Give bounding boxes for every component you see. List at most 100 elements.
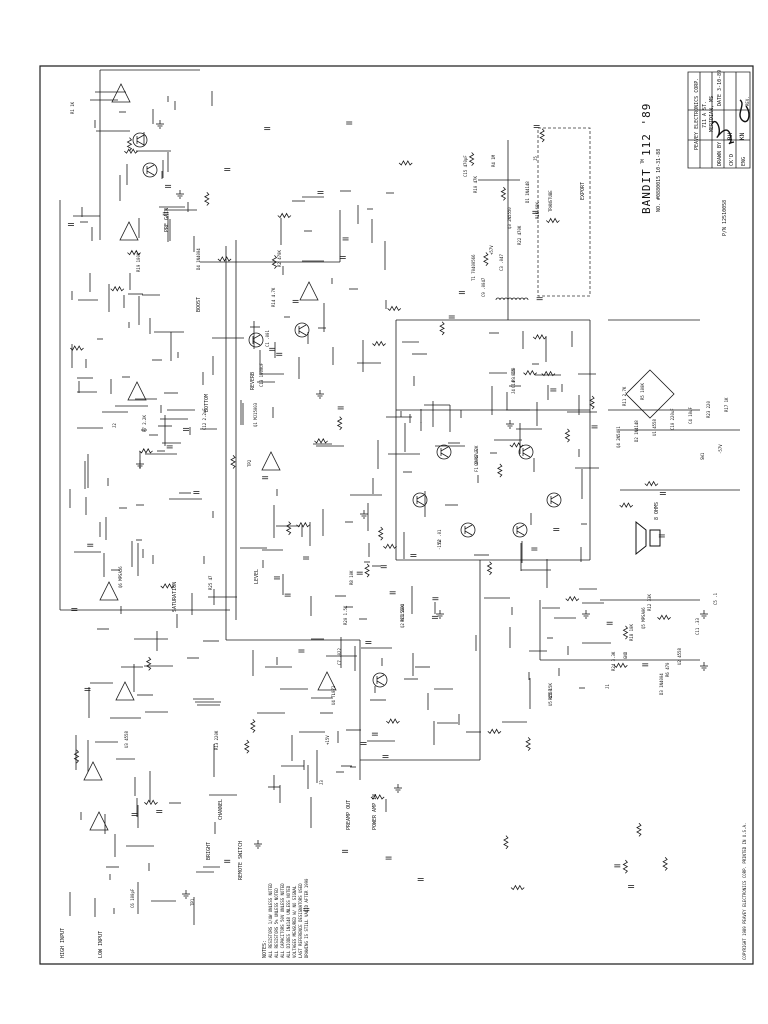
transistor-lead — [441, 447, 448, 451]
opamp-symbol — [128, 382, 146, 400]
component-designator: TP2 — [247, 459, 252, 467]
resistor-symbol — [511, 886, 524, 890]
export-module-outline — [538, 128, 590, 296]
transistor-lead — [299, 325, 306, 329]
transistor-symbol — [519, 445, 533, 459]
component-designator: R1 1K — [70, 101, 75, 114]
eng-label: ENG — [741, 156, 747, 166]
resistor-symbol — [386, 719, 399, 723]
transistor-symbol — [373, 673, 387, 687]
component-designator: J5 — [533, 156, 538, 161]
transformer-coil — [516, 298, 520, 300]
resistor-symbol — [546, 219, 559, 223]
resistor-symbol — [399, 161, 412, 165]
resistor-symbol — [614, 663, 627, 667]
resistor-symbol — [139, 449, 152, 453]
resistor-symbol — [540, 129, 544, 142]
resistor-symbol — [488, 562, 492, 575]
resistor-symbol — [383, 544, 396, 548]
note-line: ALL RESISTORS 1/4W UNLESS NOTED — [268, 883, 273, 958]
resistor-symbol — [218, 257, 231, 261]
transistor-lead — [517, 531, 524, 535]
model-trademark: TM — [640, 159, 645, 164]
resistor-symbol — [504, 836, 508, 849]
component-designator: R20 1.5K — [343, 605, 348, 625]
transistor-symbol — [513, 523, 527, 537]
resistor-symbol — [620, 503, 633, 507]
component-designator: R24 3.3K — [611, 651, 616, 671]
resistor-symbol — [147, 657, 151, 670]
resistor-symbol — [251, 719, 255, 732]
resistor-symbol — [278, 213, 291, 217]
transformer-coil — [512, 298, 516, 300]
transistor-lead — [523, 453, 530, 457]
copyright-notice: COPYRIGHT 1989 PEAVEY ELECTRONICS CORP. … — [742, 822, 747, 960]
opamp-symbol — [100, 582, 118, 600]
resistor-symbol — [645, 482, 658, 486]
high-input-label: HIGH INPUT — [60, 927, 66, 958]
component-designator: D4 1N4004 — [196, 248, 201, 270]
level-label: LEVEL — [254, 568, 260, 584]
transformer-coil — [496, 298, 500, 300]
component-designator: C13 1000uF — [259, 362, 264, 387]
resistor-symbol — [470, 152, 474, 165]
resistor-symbol — [484, 253, 488, 266]
resistor-symbol — [287, 522, 291, 535]
component-designator: R4 1M — [491, 154, 496, 167]
component-designator: R16 68K — [535, 202, 540, 219]
resistor-symbol — [70, 346, 83, 350]
component-designator: R23 220 — [706, 401, 711, 418]
resistor-symbol — [127, 251, 140, 255]
resistor-symbol — [338, 417, 342, 430]
transistor-lead — [147, 165, 154, 169]
transistor-lead — [465, 531, 472, 535]
component-designator: J4 — [511, 389, 516, 394]
opamp-symbol — [90, 812, 108, 830]
opamp-symbol — [116, 682, 134, 700]
component-designator: R17 1K — [724, 397, 729, 412]
component-designator: C11 .33 — [695, 618, 700, 635]
note-line: ALL CAPACITORS 50V UNLESS NOTED — [280, 883, 285, 958]
boost-label: BOOST — [196, 296, 202, 312]
opamp-symbol — [120, 222, 138, 240]
transistor-lead — [377, 681, 384, 685]
component-designator: GND — [623, 651, 628, 659]
channel-label: CHANNEL — [218, 798, 224, 820]
bright-label: BRIGHT — [206, 841, 212, 860]
title-block-frame — [688, 72, 750, 168]
component-designator: R12 33K — [647, 594, 652, 611]
component-designator: TP1 — [190, 898, 195, 906]
transistor-lead — [551, 501, 558, 505]
component-designator: U3 4558 — [124, 731, 129, 748]
component-designator: C14 .015 — [511, 368, 516, 388]
note-line: VOLTAGES MEASURED W/ NO SIGNAL — [292, 885, 297, 958]
component-designator: J1 — [605, 684, 610, 689]
opamp-symbol — [262, 452, 280, 470]
checked-label: CK'D — [729, 153, 735, 166]
speaker-label: 8 OHMS — [654, 501, 660, 520]
checked-initials: RH — [727, 132, 734, 140]
opamp-symbol — [300, 282, 318, 300]
resistor-symbol — [565, 429, 569, 442]
transistor-lead — [299, 331, 306, 335]
component-designator: R22 470K — [517, 225, 522, 245]
component-designator: R25 47 — [208, 575, 213, 590]
transistor-symbol — [249, 333, 263, 347]
resistor-symbol — [501, 187, 505, 200]
component-designator: C4 10uF — [688, 407, 693, 424]
resistor-symbol — [498, 464, 502, 477]
component-designator: +57V — [489, 245, 494, 255]
resistor-symbol — [566, 597, 579, 601]
resistor-symbol — [388, 306, 401, 310]
drawn-by-label: DRAWN BY — [717, 141, 723, 166]
note-line: ALL DIODES 1N4148 UNLESS NOTED — [286, 885, 291, 958]
component-designator: R10 47K — [473, 176, 478, 193]
component-designator: Q3 2N5550 — [507, 207, 512, 229]
component-designator: U1 4558 — [652, 419, 657, 436]
component-designator: C1 .001 — [265, 330, 270, 347]
component-designator: +15V — [325, 735, 330, 745]
low-input-label: LOW INPUT — [98, 930, 104, 958]
resistor-symbol — [144, 800, 157, 804]
resistor-symbol — [533, 335, 546, 339]
resistor-symbol — [657, 615, 670, 619]
